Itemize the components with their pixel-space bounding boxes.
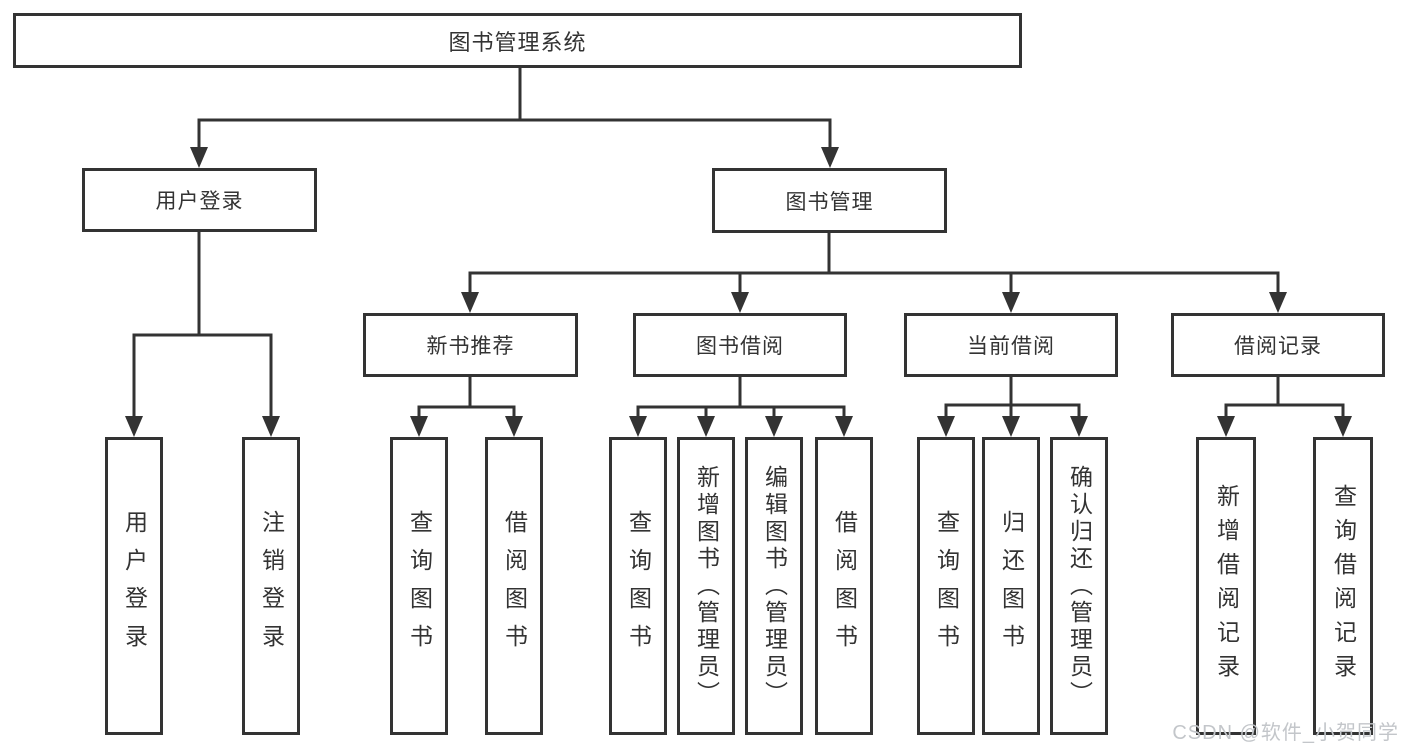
node-label: 新增借阅记录 bbox=[1213, 484, 1240, 688]
node-add-borrow-record: 新增借阅记录 bbox=[1196, 437, 1256, 735]
node-book-management: 图书管理 bbox=[712, 168, 947, 233]
node-label: 借阅记录 bbox=[1234, 335, 1322, 358]
node-label: 图书管理 bbox=[785, 190, 874, 214]
node-user-login: 用户登录 bbox=[82, 168, 317, 232]
node-label: 查询借阅记录 bbox=[1330, 484, 1357, 688]
node-label: 查询图书 bbox=[406, 510, 433, 662]
node-current-borrowing: 当前借阅 bbox=[904, 313, 1118, 377]
node-new-book-recommendation: 新书推荐 bbox=[363, 313, 578, 377]
node-label: 新增图书（管理员） bbox=[693, 464, 720, 708]
node-edit-books-admin: 编辑图书（管理员） bbox=[745, 437, 803, 735]
node-label: 用户登录 bbox=[121, 510, 148, 662]
node-query-books-recommend: 查询图书 bbox=[390, 437, 448, 735]
node-borrowing-records: 借阅记录 bbox=[1171, 313, 1385, 377]
node-label: 图书借阅 bbox=[696, 335, 784, 358]
node-label: 当前借阅 bbox=[967, 335, 1055, 358]
node-return-books: 归还图书 bbox=[982, 437, 1040, 735]
node-label: 借阅图书 bbox=[831, 510, 858, 662]
node-label: 图书管理系统 bbox=[448, 29, 587, 55]
node-query-books-borrow: 查询图书 bbox=[609, 437, 667, 735]
node-label: 查询图书 bbox=[933, 510, 960, 662]
node-query-borrow-record: 查询借阅记录 bbox=[1313, 437, 1373, 735]
node-label: 注销登录 bbox=[258, 510, 285, 662]
node-library-system: 图书管理系统 bbox=[13, 13, 1022, 68]
node-label: 用户登录 bbox=[155, 190, 244, 213]
node-label: 归还图书 bbox=[998, 510, 1025, 662]
node-borrow-books-leaf: 借阅图书 bbox=[815, 437, 873, 735]
node-label: 编辑图书（管理员） bbox=[761, 464, 788, 708]
node-add-books-admin: 新增图书（管理员） bbox=[677, 437, 735, 735]
node-user-login-leaf: 用户登录 bbox=[105, 437, 163, 735]
node-label: 查询图书 bbox=[625, 510, 652, 662]
node-label: 新书推荐 bbox=[426, 335, 515, 358]
node-logout-leaf: 注销登录 bbox=[242, 437, 300, 735]
node-book-borrowing: 图书借阅 bbox=[633, 313, 847, 377]
node-borrow-books-recommend: 借阅图书 bbox=[485, 437, 543, 735]
node-confirm-return-admin: 确认归还（管理员） bbox=[1050, 437, 1108, 735]
csdn-watermark: CSDN @软件_小贺同学 bbox=[1172, 722, 1399, 744]
node-label: 借阅图书 bbox=[501, 510, 528, 662]
node-label: 确认归还（管理员） bbox=[1066, 464, 1093, 708]
node-query-books-current: 查询图书 bbox=[917, 437, 975, 735]
